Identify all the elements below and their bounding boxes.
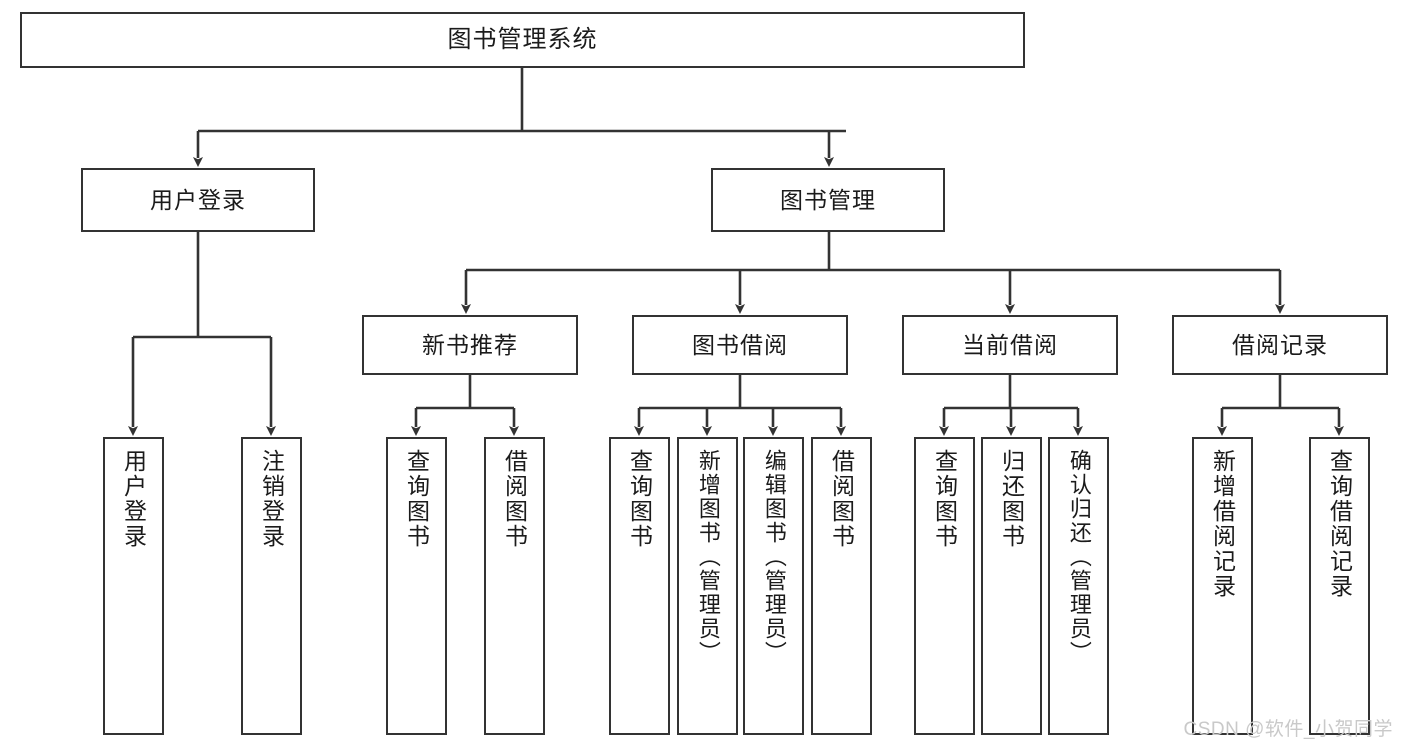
leaf-label: 编辑图书（管理员） [761,449,787,665]
leaf-user-login-login[interactable]: 用户登录 [103,437,164,735]
leaf-label: 查询借阅记录 [1326,449,1353,599]
leaf-label: 查询图书 [403,449,430,549]
leaf-label: 注销登录 [258,449,285,549]
node-label: 图书借阅 [692,331,788,358]
node-new-book-recommendation[interactable]: 新书推荐 [362,315,578,375]
leaf-new-book-borrow-books[interactable]: 借阅图书 [484,437,545,735]
node-book-management[interactable]: 图书管理 [711,168,945,232]
leaf-book-borrow-add-book-admin[interactable]: 新增图书（管理员） [677,437,738,735]
leaf-label: 新增借阅记录 [1209,449,1236,599]
node-current-borrowing[interactable]: 当前借阅 [902,315,1118,375]
node-label: 用户登录 [150,186,246,213]
node-book-borrowing[interactable]: 图书借阅 [632,315,848,375]
leaf-label: 新增图书（管理员） [695,449,721,665]
node-label: 当前借阅 [962,331,1058,358]
leaf-current-borrow-confirm-return-admin[interactable]: 确认归还（管理员） [1048,437,1109,735]
node-root-book-management-system[interactable]: 图书管理系统 [20,12,1025,68]
csdn-watermark: CSDN @软件_小贺同学 [1183,719,1393,740]
leaf-label: 查询图书 [931,449,958,549]
leaf-label: 借阅图书 [501,449,528,549]
node-label: 图书管理 [780,186,876,213]
leaf-current-borrow-query-books[interactable]: 查询图书 [914,437,975,735]
node-label: 图书管理系统 [447,26,598,54]
leaf-current-borrow-return-books[interactable]: 归还图书 [981,437,1042,735]
leaf-label: 借阅图书 [828,449,855,549]
node-label: 借阅记录 [1232,331,1328,358]
leaf-label: 确认归还（管理员） [1066,449,1092,665]
leaf-book-borrow-borrow-books[interactable]: 借阅图书 [811,437,872,735]
leaf-book-borrow-query-books[interactable]: 查询图书 [609,437,670,735]
leaf-borrow-record-add-record[interactable]: 新增借阅记录 [1192,437,1253,735]
node-borrowing-records[interactable]: 借阅记录 [1172,315,1388,375]
leaf-borrow-record-query-record[interactable]: 查询借阅记录 [1309,437,1370,735]
leaf-label: 查询图书 [626,449,653,549]
leaf-new-book-query-books[interactable]: 查询图书 [386,437,447,735]
leaf-label: 归还图书 [998,449,1025,549]
node-label: 新书推荐 [422,331,518,358]
leaf-label: 用户登录 [120,449,147,549]
node-user-login[interactable]: 用户登录 [81,168,315,232]
leaf-book-borrow-edit-book-admin[interactable]: 编辑图书（管理员） [743,437,804,735]
leaf-user-login-logout[interactable]: 注销登录 [241,437,302,735]
